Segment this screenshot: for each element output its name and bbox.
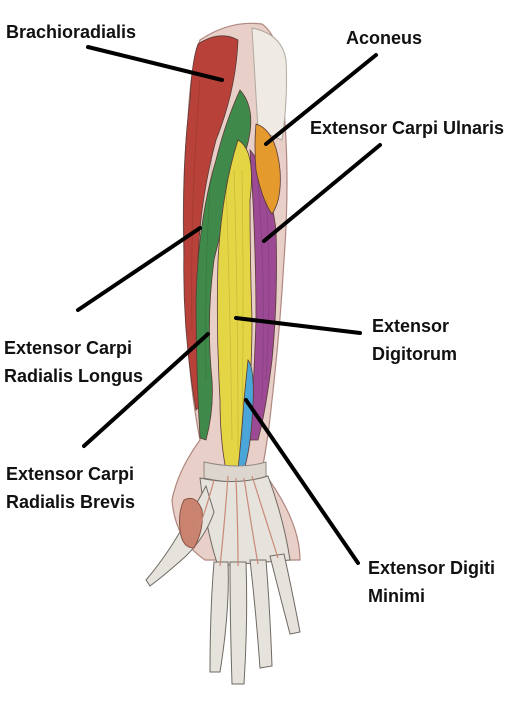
ring-finger <box>249 559 273 669</box>
aconeus-muscle <box>254 123 281 215</box>
leader-ecrb <box>82 332 210 448</box>
muscle-fibers <box>191 79 270 451</box>
index-finger <box>209 561 229 673</box>
label-extensor-carpi-radialis-longus-line2: Radialis Longus <box>4 366 144 386</box>
hand <box>145 475 301 685</box>
thumb-muscle <box>179 497 203 549</box>
label-extensor-carpi-radialis-brevis-line2: Radialis Brevis <box>6 492 136 512</box>
leader-brachioradialis <box>86 45 224 82</box>
label-extensor-digitorum-line1: Extensor <box>372 316 450 336</box>
label-extensor-carpi-ulnaris: Extensor Carpi Ulnaris <box>310 118 505 138</box>
leader-ed <box>234 316 362 335</box>
olecranon-area <box>251 27 287 141</box>
label-extensor-carpi-radialis-longus-line1: Extensor Carpi <box>4 338 133 358</box>
label-brachioradialis: Brachioradialis <box>6 22 137 42</box>
leader-ecu <box>262 143 382 243</box>
label-extensor-carpi-radialis-brevis-line1: Extensor Carpi <box>6 464 135 484</box>
leader-ecrl <box>76 226 202 312</box>
leader-lines <box>76 45 382 565</box>
little-finger <box>269 553 301 635</box>
label-extensor-digitorum-line2: Digitorum <box>372 344 457 364</box>
label-extensor-digiti-minimi-line1: Extensor Digiti <box>368 558 496 578</box>
leader-edm <box>244 398 360 565</box>
leader-aconeus <box>264 53 378 146</box>
label-extensor-digiti-minimi-line2: Minimi <box>368 586 425 606</box>
label-aconeus: Aconeus <box>346 28 423 48</box>
hand-tendons <box>197 475 279 567</box>
middle-finger <box>229 561 248 685</box>
